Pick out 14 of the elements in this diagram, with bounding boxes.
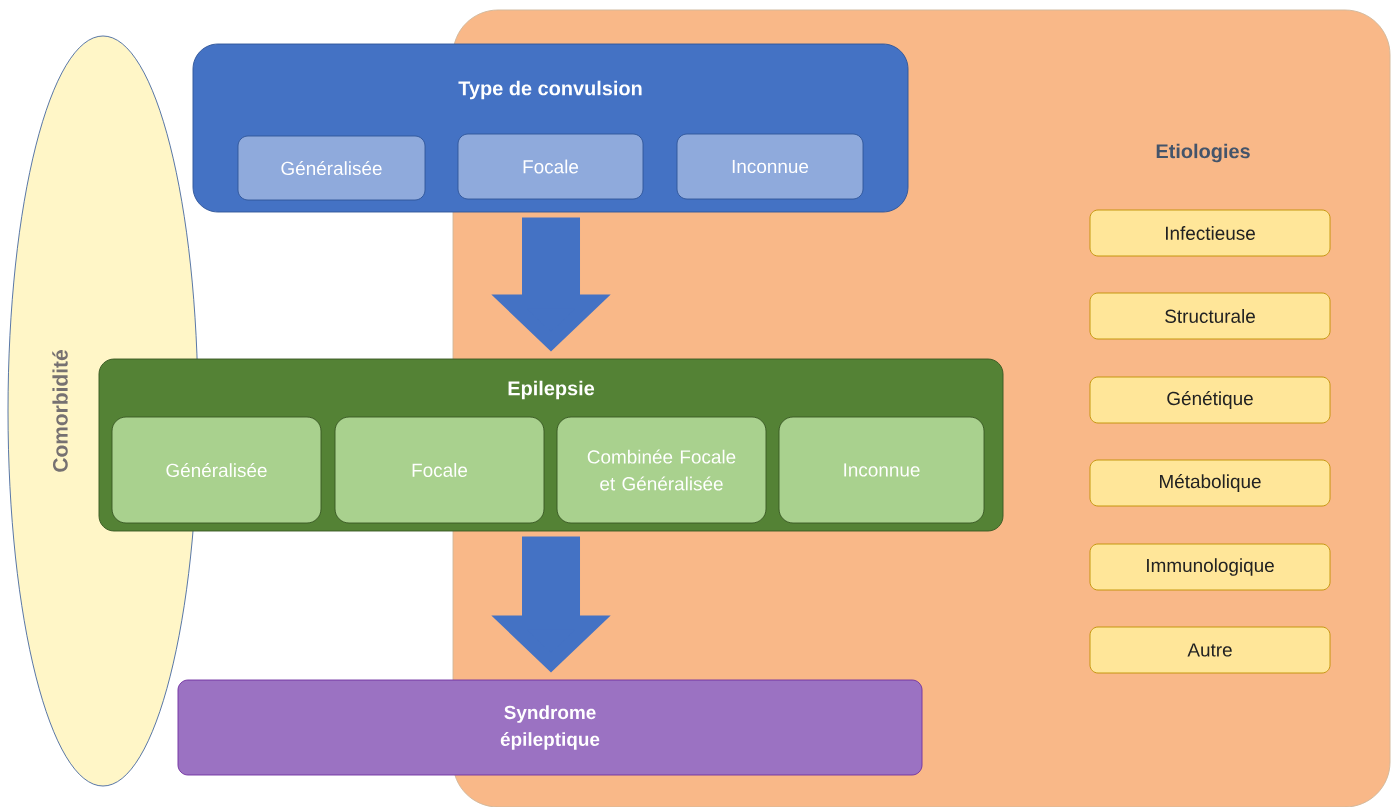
category-box: Inconnue bbox=[676, 133, 864, 200]
category-box: Focale bbox=[334, 416, 545, 524]
category-box: Structurale bbox=[1089, 292, 1331, 340]
category-box: Focale bbox=[457, 133, 644, 200]
category-box: Syndrome épileptique bbox=[177, 679, 923, 776]
category-box: Généralisée bbox=[237, 135, 426, 201]
category-box: Immunologique bbox=[1089, 543, 1331, 591]
category-box: Généralisée bbox=[111, 416, 322, 524]
category-box: Autre bbox=[1089, 626, 1331, 674]
category-box: Métabolique bbox=[1089, 459, 1331, 507]
category-box: Infectieuse bbox=[1089, 209, 1331, 257]
category-box: Inconnue bbox=[778, 416, 985, 524]
category-box: Génétique bbox=[1089, 376, 1331, 424]
category-box: Combinée Focale et Généralisée bbox=[556, 416, 767, 524]
